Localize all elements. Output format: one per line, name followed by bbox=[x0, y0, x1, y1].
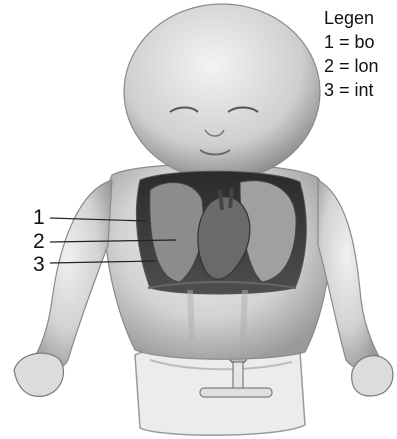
legend-item-2: 2 = lon bbox=[324, 54, 379, 78]
label-2: 2 bbox=[33, 231, 45, 252]
legend: Legen 1 = bo 2 = lon 3 = int bbox=[324, 6, 379, 102]
legend-item-3: 3 = int bbox=[324, 78, 379, 102]
label-1: 1 bbox=[33, 207, 45, 228]
label-3: 3 bbox=[33, 254, 45, 275]
left-arm bbox=[14, 180, 112, 396]
right-arm bbox=[318, 180, 393, 396]
legend-title: Legen bbox=[324, 6, 379, 30]
legend-item-1: 1 = bo bbox=[324, 30, 379, 54]
head bbox=[124, 4, 320, 180]
